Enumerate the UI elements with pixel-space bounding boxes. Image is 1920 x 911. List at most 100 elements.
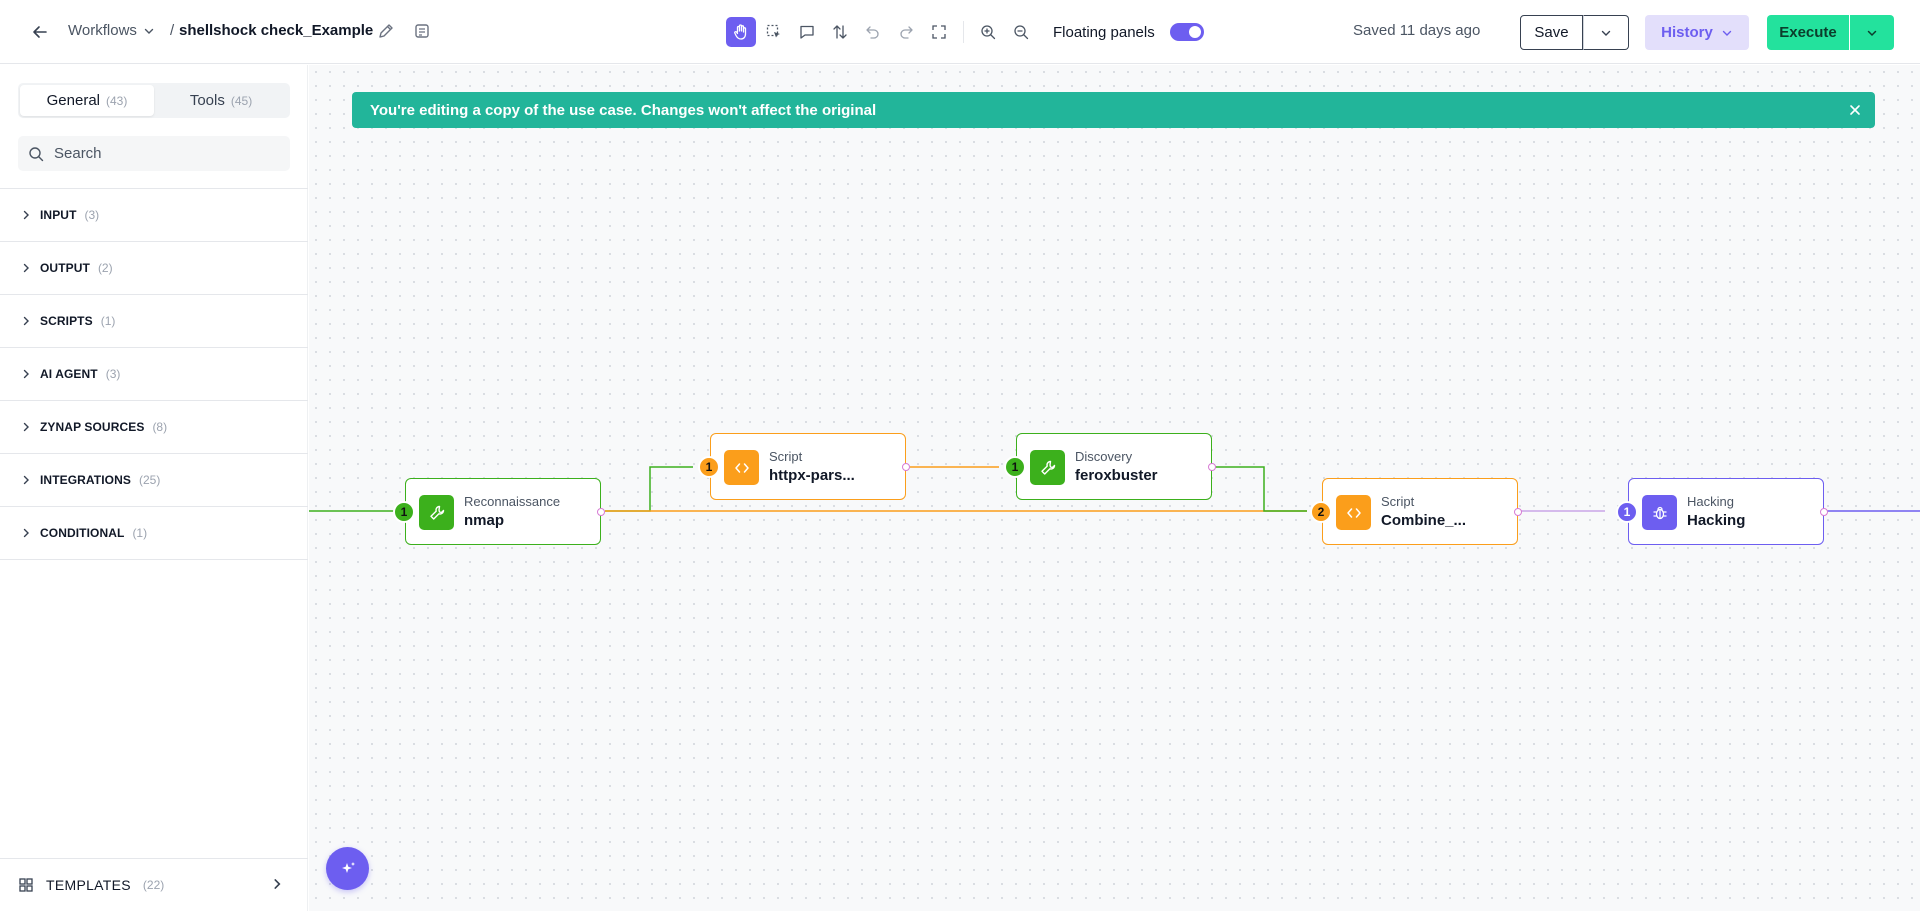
workflow-node-combine[interactable]: 2 Script Combine_... [1310, 478, 1522, 545]
edge-feroxbuster-to-combine [1215, 466, 1307, 512]
node-category: Script [1381, 494, 1415, 509]
node-name: Combine_... [1381, 512, 1467, 529]
execute-options-button[interactable] [1850, 15, 1894, 50]
history-label: History [1661, 24, 1713, 41]
chevron-right-icon [23, 316, 29, 326]
workflow-node-hacking[interactable]: 1 Hacking Hacking [1616, 478, 1828, 545]
redo-icon[interactable] [891, 17, 921, 47]
category-label: SCRIPTS [40, 314, 93, 328]
breadcrumb-workflows-label: Workflows [68, 22, 137, 39]
execute-button[interactable]: Execute [1767, 15, 1849, 50]
category-scripts[interactable]: SCRIPTS (1) [0, 295, 308, 348]
node-output-port[interactable] [1514, 508, 1522, 516]
search-input[interactable] [54, 145, 274, 162]
edit-pencil-icon[interactable] [377, 22, 397, 42]
category-conditional[interactable]: CONDITIONAL (1) [0, 507, 308, 560]
breadcrumb-workflows[interactable]: Workflows [68, 22, 155, 39]
code-icon [1336, 495, 1371, 530]
node-output-port[interactable] [597, 508, 605, 516]
node-run-badge: 1 [393, 501, 415, 523]
chevron-right-icon [23, 263, 29, 273]
chevron-down-icon [1722, 30, 1732, 36]
top-bar: Workflows / shellshock check_Example [0, 0, 1920, 64]
category-label: OUTPUT [40, 261, 90, 275]
category-label: INTEGRATIONS [40, 473, 131, 487]
category-label: CONDITIONAL [40, 526, 125, 540]
workflow-title: shellshock check_Example [179, 22, 374, 39]
node-category: Discovery [1075, 449, 1133, 464]
chevron-right-icon [274, 879, 281, 889]
workflow-node-nmap[interactable]: 1 Reconnaissance nmap [393, 478, 605, 545]
sort-arrows-icon[interactable] [825, 17, 855, 47]
save-button[interactable]: Save [1520, 15, 1583, 50]
notes-icon[interactable] [413, 22, 433, 42]
category-integrations[interactable]: INTEGRATIONS (25) [0, 454, 308, 507]
node-name: feroxbuster [1075, 467, 1158, 484]
workflow-edges [309, 466, 1920, 512]
node-output-port[interactable] [1208, 463, 1216, 471]
node-category: Script [769, 449, 803, 464]
wrench-icon [419, 495, 454, 530]
grid-icon [19, 878, 33, 892]
floating-panels-label: Floating panels [1053, 23, 1155, 41]
banner-text: You're editing a copy of the use case. C… [370, 101, 877, 119]
select-area-icon[interactable] [759, 17, 789, 47]
chevron-right-icon [23, 210, 29, 220]
copy-warning-banner: You're editing a copy of the use case. C… [352, 92, 1875, 128]
tab-count: (45) [230, 93, 253, 108]
category-ai-agent[interactable]: AI AGENT (3) [0, 348, 308, 401]
category-zynap-sources[interactable]: ZYNAP SOURCES (8) [0, 401, 308, 454]
sparkle-icon [341, 861, 355, 873]
category-count: (25) [138, 473, 161, 487]
chevron-down-icon [144, 28, 154, 34]
undo-icon[interactable] [858, 17, 888, 47]
comment-icon[interactable] [792, 17, 822, 47]
templates-section[interactable]: TEMPLATES (22) [0, 858, 308, 911]
node-library-sidebar: General (43) Tools (45) INPUT (3) OUTPUT… [0, 65, 308, 911]
templates-count: (22) [142, 878, 165, 892]
tab-tools[interactable]: Tools (45) [154, 85, 288, 116]
category-label: ZYNAP SOURCES [40, 420, 145, 434]
category-output[interactable]: OUTPUT (2) [0, 242, 308, 295]
workflow-node-feroxbuster[interactable]: 1 Discovery feroxbuster [1004, 433, 1216, 500]
tab-count: (43) [106, 93, 128, 108]
category-label: INPUT [40, 208, 77, 222]
tab-label: Tools [189, 92, 225, 109]
node-run-badge: 2 [1310, 501, 1332, 523]
zoom-in-icon[interactable] [973, 17, 1003, 47]
node-output-port[interactable] [1820, 508, 1828, 516]
floating-panels-toggle[interactable] [1169, 23, 1204, 41]
node-name: Hacking [1687, 512, 1746, 529]
zoom-out-icon[interactable] [1006, 17, 1036, 47]
category-count: (8) [152, 420, 168, 434]
category-count: (3) [105, 367, 121, 381]
save-options-button[interactable] [1583, 15, 1629, 50]
fit-view-icon[interactable] [924, 17, 954, 47]
close-icon[interactable] [1845, 100, 1865, 120]
chevron-right-icon [23, 422, 29, 432]
node-run-badge: 1 [1616, 501, 1638, 523]
history-button[interactable]: History [1645, 15, 1749, 50]
chevron-right-icon [23, 369, 29, 379]
node-name: httpx-pars... [769, 467, 855, 484]
chevron-down-icon [1601, 30, 1611, 36]
tab-label: General [46, 92, 101, 109]
category-count: (1) [132, 526, 148, 540]
code-icon [724, 450, 759, 485]
workflow-canvas[interactable]: You're editing a copy of the use case. C… [309, 65, 1920, 911]
category-list: INPUT (3) OUTPUT (2) SCRIPTS (1) AI AGEN… [0, 188, 308, 560]
chevron-right-icon [23, 475, 29, 485]
tab-general[interactable]: General (43) [20, 85, 154, 116]
back-arrow-icon[interactable] [28, 20, 52, 44]
chevron-down-icon [1867, 30, 1877, 36]
ai-assistant-button[interactable] [326, 847, 369, 890]
node-name: nmap [464, 512, 505, 529]
search-icon [29, 146, 44, 161]
search-field [18, 136, 290, 171]
category-input[interactable]: INPUT (3) [0, 189, 308, 242]
templates-label: TEMPLATES [46, 877, 131, 893]
hand-pan-icon[interactable] [726, 17, 756, 47]
workflow-node-httpx-parser[interactable]: 1 Script httpx-pars... [698, 433, 910, 500]
node-output-port[interactable] [902, 463, 910, 471]
category-count: (2) [97, 261, 113, 275]
